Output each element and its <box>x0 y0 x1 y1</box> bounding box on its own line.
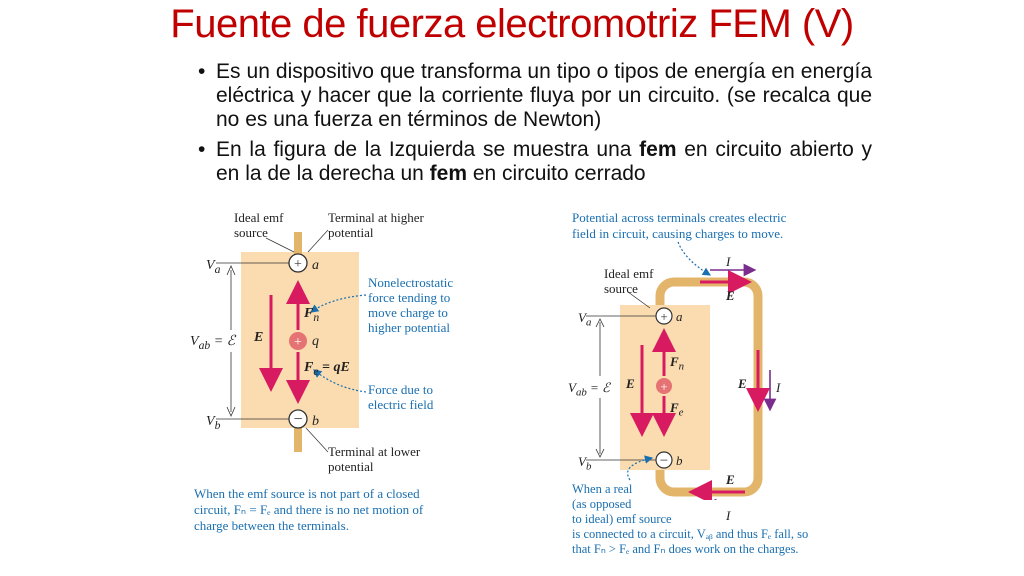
label-charge-q: q <box>312 334 319 349</box>
bullet-item: En la figura de la Izquierda se muestra … <box>196 138 872 186</box>
bullet-text: en circuito abierto y en la de la derech… <box>216 138 872 185</box>
label-current-right: I <box>776 380 781 395</box>
label-e-wire-right: E <box>738 376 747 391</box>
bullet-item: Es un dispositivo que transforma un tipo… <box>196 60 872 132</box>
bullet-bold-term: fem <box>429 162 468 185</box>
bullet-bold-term: fem <box>639 138 677 161</box>
caption-open-circuit: When the emf source is not part of a clo… <box>194 486 424 533</box>
charge-q <box>656 378 672 394</box>
open-circuit-diagram: + − + <box>216 229 367 453</box>
svg-text:+: + <box>660 309 667 324</box>
closed-circuit-diagram: + − + <box>586 241 777 500</box>
label-vb: Vb <box>578 454 592 473</box>
label-e-wire-bottom: E <box>726 472 735 487</box>
label-force-due-field: Force due to electric field <box>368 382 434 412</box>
label-terminal-a: a <box>676 309 683 324</box>
label-e-wire-top: E <box>726 288 735 303</box>
charge-q <box>289 332 307 350</box>
label-fn: Fn <box>304 306 320 324</box>
label-terminal-b: b <box>312 414 319 429</box>
slide-title: Fuente de fuerza electromotriz FEM (V) <box>170 2 854 46</box>
caption-potential-field: Potential across terminals creates elect… <box>572 210 787 241</box>
label-nonelectrostatic-force: Nonelectrostatic force tending to move c… <box>368 275 454 335</box>
svg-text:+: + <box>294 335 302 350</box>
label-e-field: E <box>254 330 264 345</box>
label-e-field-source: E <box>626 376 635 391</box>
terminal-wire-bottom <box>294 422 302 452</box>
figure-closed-circuit: + − + Potential across terminals creates <box>560 200 850 570</box>
bullet-text: Es un dispositivo que transforma un tipo… <box>216 60 872 131</box>
bullet-text: en circuito cerrado <box>467 162 646 185</box>
terminal-wire-top <box>294 232 302 262</box>
label-vab: Vab = ℰ <box>568 380 610 399</box>
label-current-bottom: I <box>726 508 731 523</box>
label-terminal-a: a <box>312 258 319 273</box>
label-terminal-b: b <box>676 453 683 468</box>
svg-text:+: + <box>294 257 302 272</box>
svg-text:+: + <box>660 379 667 394</box>
svg-text:−: − <box>660 453 668 469</box>
label-fe: Fe <box>670 400 684 419</box>
svg-text:−: − <box>293 411 302 428</box>
label-vab: Vab = ℰ <box>190 334 236 352</box>
label-current-top: I <box>726 254 731 269</box>
bullet-text: En la figura de la Izquierda se muestra … <box>216 138 640 161</box>
label-va: Va <box>206 258 221 276</box>
caption-closed-circuit: When a real (as opposed to ideal) emf so… <box>572 482 809 556</box>
bullet-list: Es un dispositivo que transforma un tipo… <box>196 60 872 192</box>
label-vb: Vb <box>206 414 221 432</box>
label-fn: Fn <box>670 354 685 373</box>
label-fe: Fe = qE <box>304 360 350 378</box>
label-va: Va <box>578 310 592 329</box>
